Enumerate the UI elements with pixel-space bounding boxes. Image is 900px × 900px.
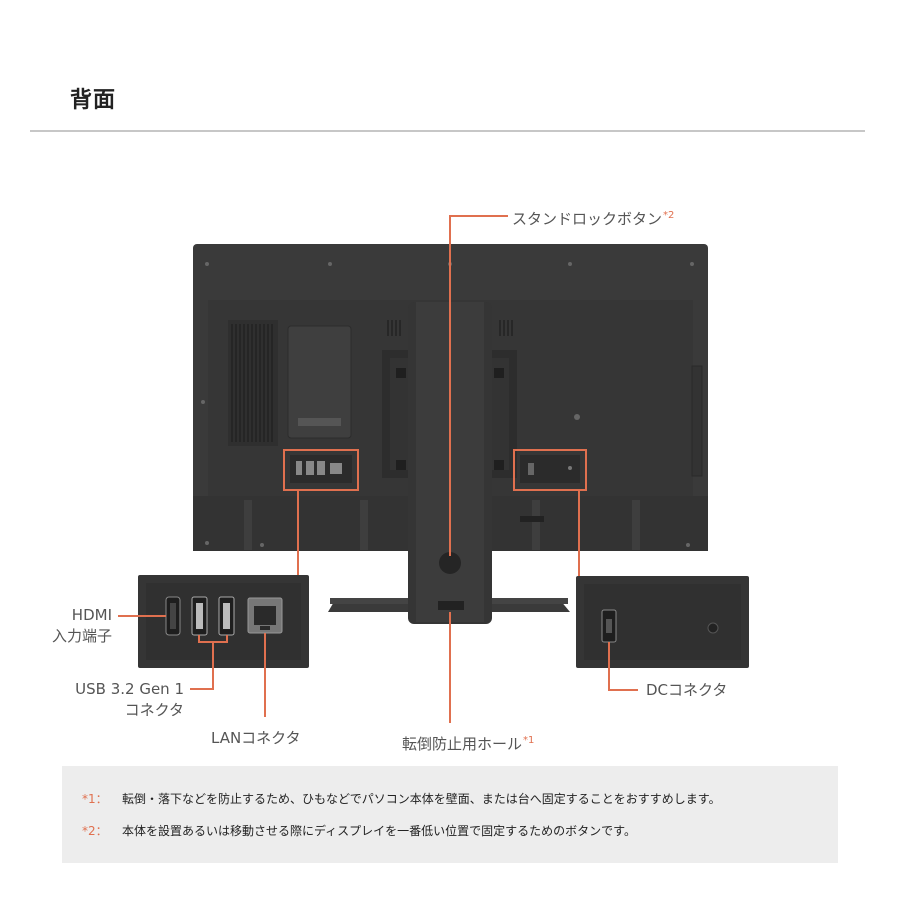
note-1: *1：転倒・落下などを防止するため、ひもなどでパソコン本体を壁面、または台へ固定… (82, 792, 721, 806)
label-hdmi: HDMI 入力端子 (51, 606, 112, 645)
label-anti-tip-hole: 転倒防止用ホール*1 (402, 735, 535, 753)
vent-grille-left (228, 320, 278, 446)
leader-stand-lock (449, 215, 508, 556)
anti-tip-hole (438, 601, 464, 610)
title-divider (30, 130, 865, 132)
note-2: *2：本体を設置あるいは移動させる際にディスプレイを一番低い位置で固定するための… (82, 824, 636, 838)
page-title: 背面 (70, 88, 117, 113)
label-stand-lock-button: スタンドロックボタン*2 (512, 210, 675, 228)
leader-dc (608, 642, 638, 691)
label-usb: USB 3.2 Gen 1 コネクタ (75, 680, 184, 719)
highlight-right-ports (513, 449, 587, 491)
notes-box: *1：転倒・落下などを防止するため、ひもなどでパソコン本体を壁面、または台へ固定… (62, 766, 838, 863)
access-cover (287, 325, 352, 439)
highlight-left-ports (283, 449, 359, 491)
label-lan: LANコネクタ (211, 729, 301, 747)
stand-lock-button (439, 552, 461, 574)
label-dc-connector: DCコネクタ (646, 681, 728, 699)
